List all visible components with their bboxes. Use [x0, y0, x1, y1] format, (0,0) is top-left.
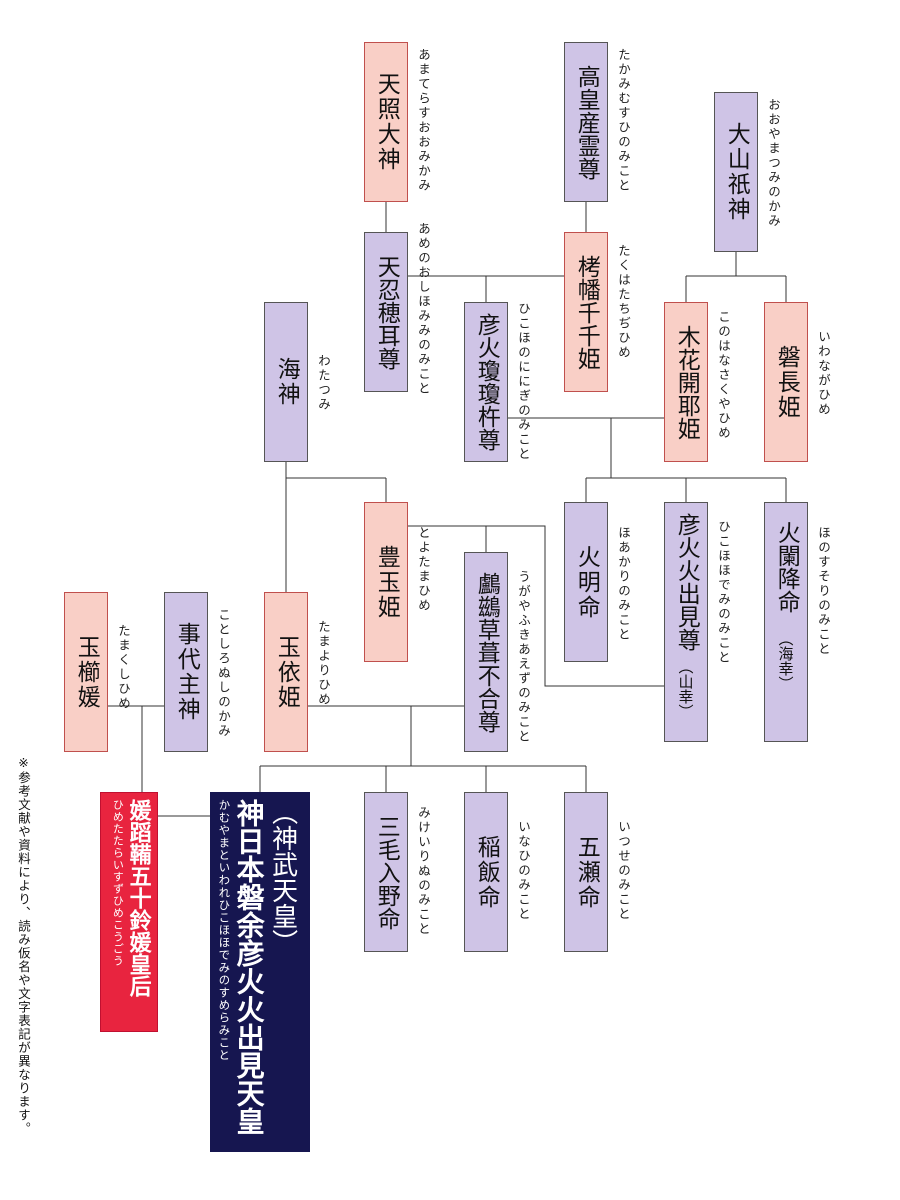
deity-ugayafukiaezu: 鸕鷀草葺不合尊 [464, 552, 508, 752]
deity-reading: ことしろぬしのかみ [216, 608, 231, 739]
deity-tamakushi: 玉櫛媛 [64, 592, 108, 752]
deity-reading: わたつみ [316, 354, 331, 412]
deity-itsuse: 五瀬命 [564, 792, 608, 952]
reference-note: ※参考文献や資料により、読み仮名や文字表記が異なります。 [16, 755, 31, 1136]
deity-oshihomimi: 天忍穂耳尊 [364, 232, 408, 392]
deity-name: 玉櫛媛 [73, 634, 100, 710]
deity-name: 海神 [273, 357, 300, 407]
deity-reading: いつせのみこと [616, 820, 631, 922]
deity-reading: ほあかりのみこと [616, 526, 631, 642]
deity-name: 彦火瓊瓊杵尊 [473, 313, 500, 451]
deity-name: 磐長姫 [773, 344, 800, 420]
deity-reading: とよたまひめ [416, 526, 431, 613]
deity-oyamatsumi: 大山祇神 [714, 92, 758, 252]
deity-name: 大山祇神 [723, 122, 750, 222]
deity-hosusori: 火闌降命 （海幸） [764, 502, 808, 742]
deity-iwanaga: 磐長姫 [764, 302, 808, 462]
deity-toyotama: 豊玉姫 [364, 502, 408, 662]
deity-reading: ひこほほでみのみこと [716, 520, 731, 665]
deity-name: 五瀬命 [573, 834, 600, 910]
deity-name: 彦火火出見尊 [673, 513, 700, 651]
deity-reading: ひめたたらいすずひめこうごう [111, 799, 125, 967]
deity-name: 高皇産霊尊 [573, 64, 600, 180]
deity-tamayori: 玉依姫 [264, 592, 308, 752]
deity-konohanasakuya: 木花開耶姫 [664, 302, 708, 462]
deity-inahi: 稲飯命 [464, 792, 508, 952]
deity-takuhatachiji: 栲幡千千姫 [564, 232, 608, 392]
deity-reading: うがやふきあえずのみこと [516, 570, 531, 744]
deity-name: 玉依姫 [273, 634, 300, 710]
deity-alias: （山幸） [676, 659, 695, 719]
deity-reading: ほのすそりのみこと [816, 526, 831, 657]
deity-mikeiri: 三毛入野命 [364, 792, 408, 952]
deity-reading: おおやまつみのかみ [766, 98, 781, 229]
deity-reading: たくはたちぢひめ [616, 244, 631, 360]
deity-reading: いわながひめ [816, 330, 831, 417]
deity-name: 三毛入野命 [373, 814, 400, 930]
deity-name: 媛蹈鞴五十鈴媛皇后 [125, 799, 152, 997]
deity-name: 事代主神 [173, 622, 200, 722]
deity-name: 天忍穂耳尊 [373, 254, 400, 370]
line-toyotama-hohodemi-marriage [408, 525, 665, 687]
deity-amaterasu: 天照大神 [364, 42, 408, 202]
deity-reading: あめのおしほみみのみこと [416, 222, 431, 396]
deity-alias: （海幸） [776, 631, 795, 691]
deity-name: 鸕鷀草葺不合尊 [473, 571, 500, 733]
deity-name: 神日本磐余彦火火出見天皇 [232, 799, 266, 1135]
deity-takamimusubi: 高皇産霊尊 [564, 42, 608, 202]
deity-reading: みけいりぬのみこと [416, 806, 431, 937]
deity-name: 火明命 [573, 544, 600, 620]
deity-reading: ひこほのににぎのみこと [516, 302, 531, 462]
deity-name: 栲幡千千姫 [573, 254, 600, 370]
deity-reading: かむやまといわれひこほほでみのすめらみこと [217, 799, 232, 1062]
deity-name: 天照大神 [373, 72, 400, 172]
deity-jimmu: かむやまといわれひこほほでみのすめらみこと 神日本磐余彦火火出見天皇 （神武天皇… [210, 792, 310, 1152]
deity-reading: たまよりひめ [316, 620, 331, 707]
deity-reading: いなひのみこと [516, 820, 531, 922]
deity-name: 豊玉姫 [373, 544, 400, 620]
deity-himetatara: ひめたたらいすずひめこうごう 媛蹈鞴五十鈴媛皇后 [100, 792, 158, 1032]
deity-kotoshironushi: 事代主神 [164, 592, 208, 752]
deity-alias: （神武天皇） [267, 799, 298, 955]
deity-ninigi: 彦火瓊瓊杵尊 [464, 302, 508, 462]
deity-reading: たかみむすひのみこと [616, 48, 631, 193]
deity-reading: このはなさくやひめ [716, 310, 731, 441]
deity-name: 木花開耶姫 [673, 324, 700, 440]
deity-name: 火闌降命 [773, 521, 800, 613]
deity-reading: あまてらすおおみかみ [416, 48, 431, 193]
deity-name: 稲飯命 [473, 834, 500, 910]
deity-hoakari: 火明命 [564, 502, 608, 662]
deity-reading: たまくしひめ [116, 624, 131, 711]
deity-watatsumi: 海神 [264, 302, 308, 462]
deity-hohodemi: 彦火火出見尊 （山幸） [664, 502, 708, 742]
